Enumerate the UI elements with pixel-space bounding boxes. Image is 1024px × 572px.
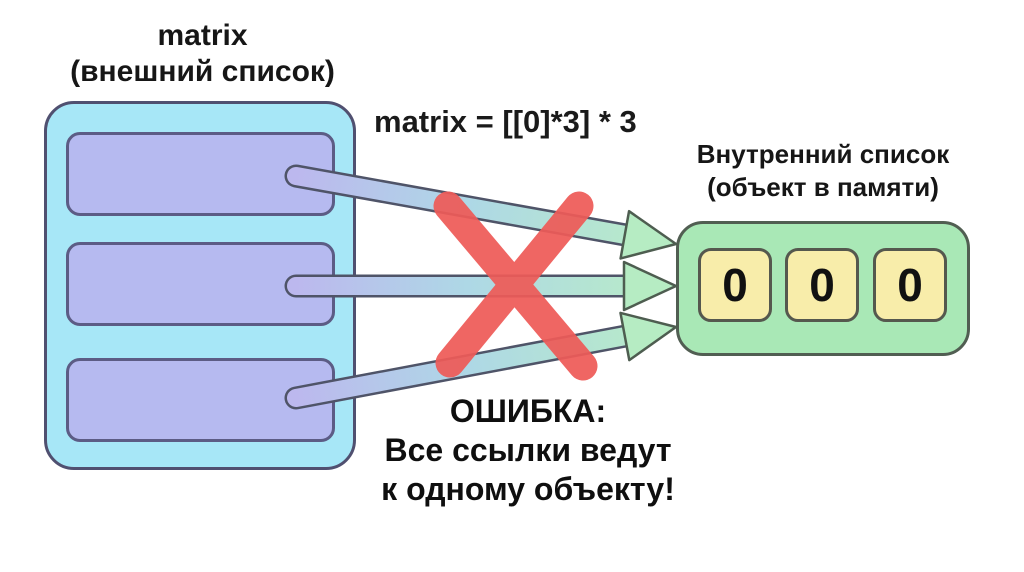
outer-list-row-1	[66, 132, 335, 216]
code-expression: matrix = [[0]*3] * 3	[374, 104, 637, 139]
arrowhead-icon	[619, 311, 678, 362]
arrowhead-icon	[619, 209, 678, 260]
value-cell-1: 0	[698, 248, 772, 322]
error-cross-stroke-1	[433, 191, 598, 381]
value-cell-3: 0	[873, 248, 947, 322]
value-cell-2: 0	[785, 248, 859, 322]
outer-list-row-2	[66, 242, 335, 326]
error-cross-icon	[433, 191, 598, 381]
outer-list-title-line2: (внешний список)	[70, 55, 335, 88]
arrowhead-icon	[622, 260, 678, 312]
outer-list-box	[44, 101, 356, 470]
inner-list-title-line2: (объект в памяти)	[707, 172, 939, 202]
outer-list-title: matrix (внешний список)	[35, 18, 370, 90]
inner-list-title-line1: Внутренний список	[696, 139, 950, 169]
error-caption: ОШИБКА: Все ссылки ведут к одному объект…	[347, 392, 709, 509]
error-caption-line2: Все ссылки ведут	[384, 432, 672, 468]
error-cross-stroke-2	[435, 191, 594, 378]
outer-list-title-line1: matrix	[157, 19, 248, 52]
error-caption-line3: к одному объекту!	[381, 471, 675, 507]
inner-list-box: 0 0 0	[676, 221, 970, 356]
outer-list-row-3	[66, 358, 335, 442]
error-caption-line1: ОШИБКА:	[449, 393, 607, 429]
inner-list-title: Внутренний список (объект в памяти)	[660, 138, 986, 204]
